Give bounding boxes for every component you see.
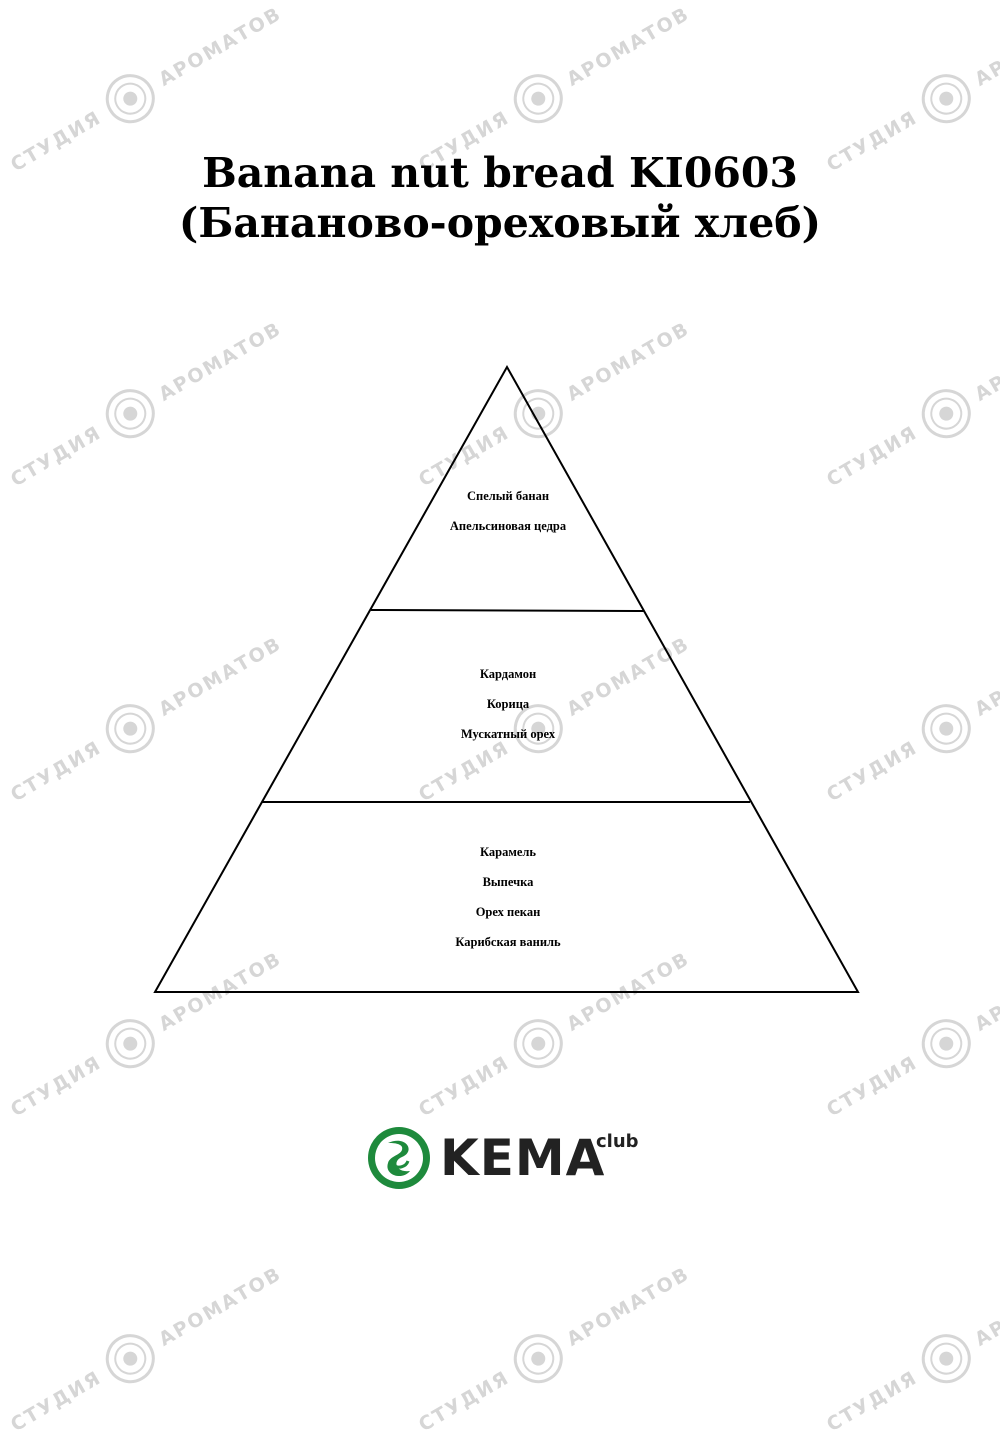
watermark-text-left: СТУДИЯ [7,421,106,492]
studio-seal-icon [96,1324,164,1392]
studio-seal-icon [912,1324,980,1392]
studio-seal-icon [96,64,164,132]
top-note: Апельсиновая цедра [449,519,567,533]
page-title: Banana nut bread KI0603 (Бананово-орехов… [0,148,1000,248]
base-notes: Карамель Выпечка Орех пекан Карибская ва… [380,837,636,957]
studio-seal-icon [912,694,980,762]
watermark-text-right: АРОМАТОВ [155,2,286,91]
studio-seal-icon [912,64,980,132]
watermark-text-left: СТУДИЯ [415,1366,514,1437]
watermark-text-right: АРОМАТОВ [155,1262,286,1351]
watermark-text-right: АРОМАТОВ [971,632,1000,721]
kema-swirl-logo-icon [368,1127,430,1189]
base-note: Орех пекан [475,905,541,919]
middle-note: Мускатный орех [460,727,556,741]
studio-seal-icon [504,64,572,132]
watermark-text-left: СТУДИЯ [7,1366,106,1437]
middle-note: Корица [486,697,530,711]
logo-suffix: club [596,1131,639,1152]
watermark-text-left: СТУДИЯ [823,1051,922,1122]
watermark-text-right: АРОМАТОВ [563,2,694,91]
base-note: Выпечка [482,875,534,889]
base-note: Карибская ваниль [455,935,561,949]
base-note: Карамель [479,845,537,859]
pyramid-triangle [153,364,860,993]
watermark-text-left: СТУДИЯ [7,1051,106,1122]
studio-seal-icon [504,1009,572,1077]
studio-seal-icon [912,379,980,447]
middle-notes: Кардамон Корица Мускатный орех [380,659,636,749]
top-notes: Спелый банан Апельсиновая цедра [380,481,636,541]
watermark-text-left: СТУДИЯ [823,1366,922,1437]
watermark-text-right: АРОМАТОВ [971,2,1000,91]
middle-note: Кардамон [479,667,537,681]
title-line-2: (Бананово-ореховый хлеб) [178,199,822,247]
title-line-1: Banana nut bread KI0603 [202,149,798,197]
studio-seal-icon [912,1009,980,1077]
watermark-text-right: АРОМАТОВ [971,1262,1000,1351]
watermark-text-left: СТУДИЯ [415,1051,514,1122]
studio-seal-icon [504,1324,572,1392]
watermark-text-right: АРОМАТОВ [563,1262,694,1351]
studio-seal-icon [96,1009,164,1077]
watermark-text-right: АРОМАТОВ [971,947,1000,1036]
fragrance-pyramid [150,362,862,998]
pyramid-outline [153,364,860,993]
top-note: Спелый банан [466,489,550,503]
logo-brand: KEMA [440,1129,606,1187]
kema-logo: KEMA club [366,1125,646,1195]
watermark-text-left: СТУДИЯ [7,736,106,807]
watermark-text-right: АРОМАТОВ [971,317,1000,406]
pyramid-divider-top [370,609,645,612]
